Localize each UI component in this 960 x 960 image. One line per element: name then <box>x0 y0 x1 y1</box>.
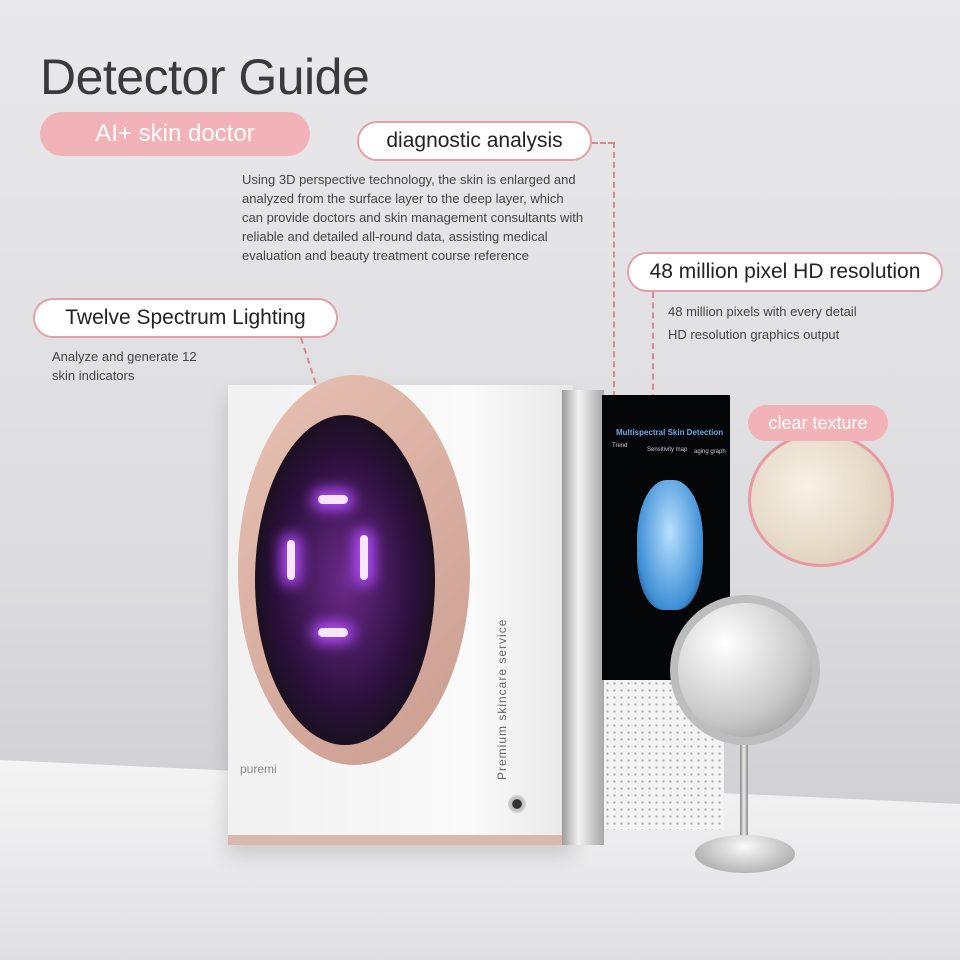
resolution-description: 48 million pixels with every detail HD r… <box>668 302 857 344</box>
diagnostic-leader <box>592 142 614 144</box>
diagnostic-leader <box>613 142 615 417</box>
resolution-line: HD resolution graphics output <box>668 327 840 342</box>
lighting-callout: Twelve Spectrum Lighting <box>33 298 338 338</box>
mirror-base <box>695 835 795 873</box>
mirror <box>670 595 820 745</box>
screen-tab: aging graph <box>694 449 726 455</box>
light-chamber <box>255 415 435 745</box>
led-light <box>287 540 295 580</box>
diagnostic-description: Using 3D perspective technology, the ski… <box>242 172 584 263</box>
screen-tab: Trend <box>612 443 628 449</box>
resolution-line: 48 million pixels with every detail <box>668 304 857 319</box>
mirror-stand <box>740 745 748 840</box>
resolution-callout: 48 million pixel HD resolution <box>627 252 943 292</box>
diagnostic-callout: diagnostic analysis <box>357 121 592 161</box>
subtitle-badge: AI+ skin doctor <box>40 112 310 156</box>
device-pillar <box>562 390 604 845</box>
led-light <box>360 535 368 580</box>
screen-title: Multispectral Skin Detection <box>616 428 724 437</box>
page-title: Detector Guide <box>40 49 370 105</box>
screen-tab: Sensitivity map <box>647 447 688 453</box>
power-button[interactable] <box>508 795 526 813</box>
led-light <box>318 495 348 504</box>
texture-callout: clear texture <box>748 405 888 441</box>
brand-logo: puremi <box>240 762 277 776</box>
led-light <box>318 628 348 637</box>
skin-texture-closeup <box>748 432 894 567</box>
face-scan-image <box>637 480 703 610</box>
device-side-text: Premium skincare service <box>495 618 509 780</box>
lighting-description: Analyze and generate 12 skin indicators <box>52 349 197 383</box>
